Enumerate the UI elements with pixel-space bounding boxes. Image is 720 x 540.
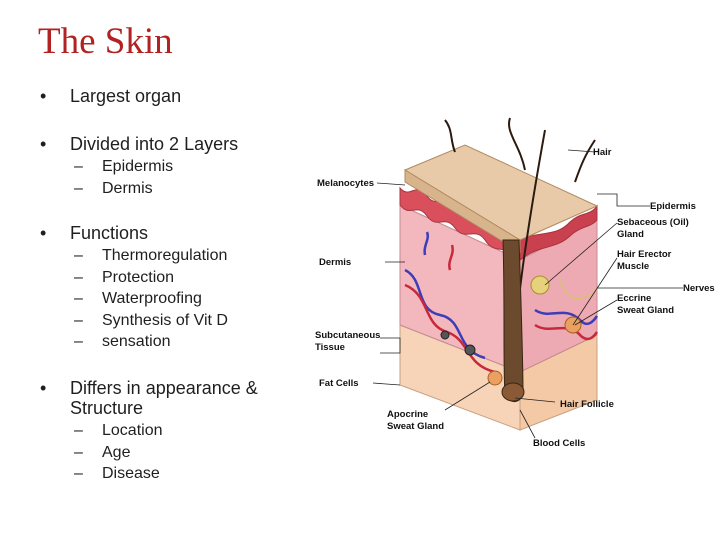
label-eccrine-1: Eccrine	[617, 293, 651, 304]
label-nerves: Nerves	[683, 283, 715, 294]
bullet-text: Divided into 2 Layers	[70, 134, 239, 154]
label-epidermis: Epidermis	[650, 201, 696, 212]
sub-dash: –	[74, 269, 83, 286]
skin-surface-edge	[404, 169, 521, 253]
label-hair-follicle: Hair Follicle	[560, 399, 614, 410]
label-apocrine-2: Sweat Gland	[387, 421, 444, 432]
sub-text: Age	[102, 444, 131, 461]
bullet-text: Differs in appearance & Structure	[70, 378, 258, 418]
label-hair: Hair	[593, 147, 612, 158]
label-hair-erector-2: Muscle	[617, 261, 649, 272]
label-eccrine-2: Sweat Gland	[617, 305, 674, 316]
label-fat-cells: Fat Cells	[319, 378, 359, 389]
leader-lines	[372, 149, 683, 439]
blood-vessels	[404, 231, 599, 374]
nerve-lines	[559, 279, 598, 300]
label-subcutaneous-2: Tissue	[315, 342, 345, 353]
hair-follicle	[501, 239, 525, 402]
sub-text: Epidermis	[102, 158, 174, 175]
label-dermis: Dermis	[319, 257, 351, 268]
sub-dash: –	[74, 333, 83, 350]
bullet-text: Functions	[70, 223, 149, 243]
label-sebaceous-1: Sebaceous (Oil)	[617, 217, 689, 228]
bullet-dot: •	[40, 134, 47, 154]
bullet-dot: •	[40, 223, 47, 243]
sub-text: Location	[102, 422, 163, 439]
sub-dash: –	[74, 247, 83, 264]
sub-dash: –	[74, 422, 83, 439]
sub-text: Dermis	[102, 180, 153, 197]
label-sebaceous-2: Gland	[617, 229, 644, 240]
sub-text: Disease	[102, 465, 160, 482]
sub-text: Protection	[102, 269, 175, 286]
sub-text: sensation	[102, 333, 171, 350]
slide-title: The Skin	[38, 21, 173, 62]
label-apocrine-1: Apocrine	[387, 409, 428, 420]
epidermis-side	[519, 204, 598, 262]
sub-dash: –	[74, 444, 83, 461]
sub-text: Thermoregulation	[102, 247, 228, 264]
sub-text: Waterproofing	[102, 290, 202, 307]
bullet-dot: •	[40, 378, 47, 398]
sub-dash: –	[74, 290, 83, 307]
sub-dash: –	[74, 465, 83, 482]
label-subcutaneous-1: Subcutaneous	[315, 330, 380, 341]
label-blood-cells: Blood Cells	[533, 438, 585, 449]
sub-text: Synthesis of Vit D	[102, 312, 228, 329]
label-melanocytes: Melanocytes	[317, 178, 374, 189]
sub-dash: –	[74, 158, 83, 175]
label-hair-erector-1: Hair Erector	[617, 249, 672, 260]
skin-diagram: Hair Melanocytes Epidermis Sebaceous (Oi…	[315, 117, 715, 449]
bullet-dot: •	[40, 86, 47, 106]
bullet-text: Largest organ	[70, 86, 182, 106]
sub-dash: –	[74, 312, 83, 329]
sub-dash: –	[74, 180, 83, 197]
